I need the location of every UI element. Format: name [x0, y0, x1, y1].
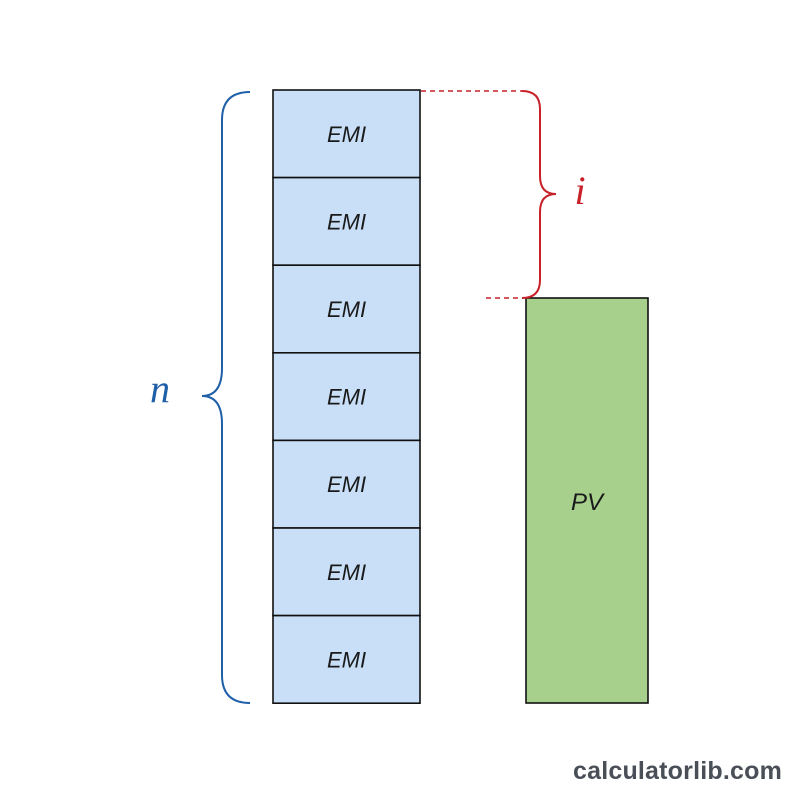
- emi-cell-rect: [272, 89, 421, 179]
- n-label: n: [150, 366, 170, 411]
- emi-label: EMI: [327, 560, 366, 585]
- emi-cell-rect: [272, 527, 421, 617]
- i-label: i: [574, 168, 585, 213]
- emi-cell: EMI: [272, 439, 421, 529]
- emi-cell-rect: [272, 264, 421, 354]
- emi-cell: EMI: [272, 527, 421, 617]
- emi-label: EMI: [327, 297, 366, 322]
- pv-block: PV: [525, 297, 649, 704]
- emi-cell: EMI: [272, 351, 421, 442]
- pv-label: PV: [571, 489, 605, 516]
- emi-label: EMI: [327, 209, 366, 234]
- emi-cell: EMI: [272, 176, 421, 267]
- emi-stack: EMI EMI EMI EMI EMI EMI EMI: [272, 89, 421, 704]
- emi-label: EMI: [327, 385, 366, 410]
- brace-n: [201, 91, 251, 704]
- brace-i: [521, 90, 557, 299]
- brace-i-group: i: [421, 90, 586, 299]
- emi-cell: EMI: [272, 89, 421, 179]
- brand-watermark: calculatorlib.com: [572, 757, 782, 785]
- emi-cell-rect: [272, 614, 421, 704]
- emi-cell-rect: [272, 351, 421, 442]
- emi-label: EMI: [327, 472, 366, 497]
- pv-rect: [525, 297, 649, 704]
- emi-cell: EMI: [272, 614, 421, 704]
- emi-label: EMI: [327, 647, 366, 672]
- emi-cell: EMI: [272, 264, 421, 354]
- brace-n-group: n: [150, 91, 251, 704]
- emi-cell-rect: [272, 176, 421, 267]
- emi-label: EMI: [327, 122, 366, 147]
